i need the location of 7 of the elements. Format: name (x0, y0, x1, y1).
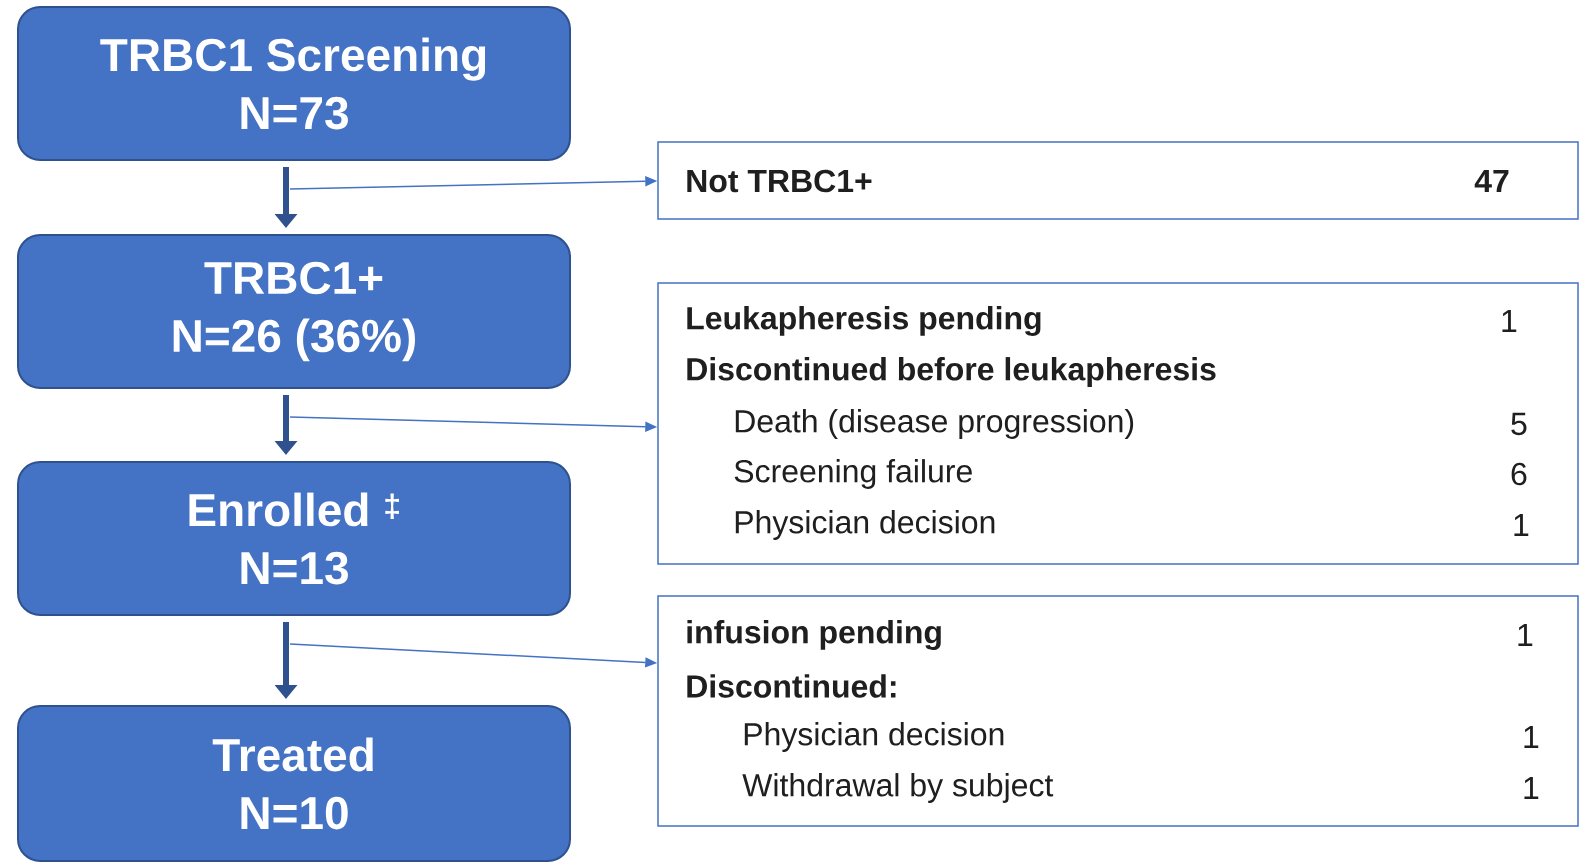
outcome-box: Not TRBC1+ 47 (657, 141, 1579, 220)
flow-box: TRBC1 Screening N=73 (17, 6, 571, 161)
flow-box: TRBC1+ N=26 (36%) (17, 234, 571, 389)
flow-box: Treated N=10 (17, 705, 571, 862)
outcome-box: Leukapheresis pending 1 Discontinued before leukapheresis Death (disease progression) 5 Screening failure 6 Physician decision 1 (657, 282, 1579, 565)
flow-box: Enrolled $^{‡}$ N=13 (17, 461, 571, 616)
outcome-box: infusion pending 1 Discontinued: Physician decision 1 Withdrawal by subject 1 (657, 595, 1579, 827)
